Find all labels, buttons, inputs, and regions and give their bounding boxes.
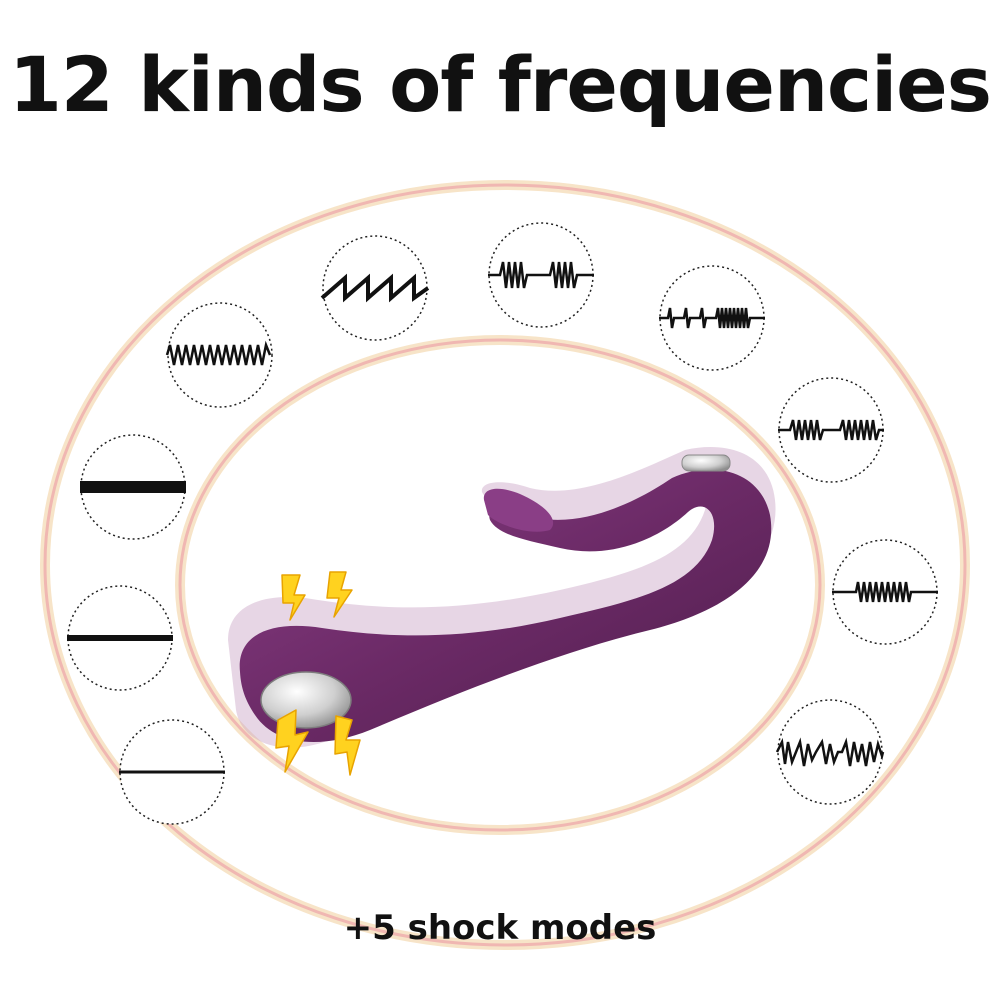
outer-ring: [43, 183, 967, 947]
wave-icon: [488, 261, 594, 289]
lightning-icon: [275, 709, 309, 773]
lightning-icon: [281, 574, 306, 621]
mode-badge-steady-high: [80, 434, 186, 540]
headline: 12 kinds of frequencies: [9, 40, 992, 129]
mode-badge-double-burst: [778, 377, 884, 483]
mode-badge-steady-medium: [67, 585, 173, 691]
wave-icon: [659, 307, 765, 329]
shock-sparks: [275, 571, 361, 776]
inner-ring: [178, 338, 822, 832]
control-button: [681, 454, 731, 472]
wave-icon: [775, 737, 885, 767]
wave-icon: [165, 340, 272, 366]
wave-icon: [320, 273, 430, 303]
mode-badge-pulse-burst: [659, 265, 765, 371]
product-body: [239, 469, 772, 742]
mode-badge-irregular-burst: [775, 699, 885, 805]
mode-badge-burst-train: [832, 539, 938, 645]
shock-electrode: [260, 671, 352, 729]
mode-badge-zigzag: [165, 302, 273, 408]
product-tip: [483, 488, 554, 532]
frequency-mode-badges: [67, 222, 938, 825]
wave-icon: [832, 581, 938, 603]
mode-badge-steady-low: [119, 719, 225, 825]
lightning-icon: [334, 715, 361, 776]
lightning-icon: [326, 571, 353, 618]
mode-badge-sawtooth: [320, 235, 430, 341]
shock-modes-caption: +5 shock modes: [343, 908, 657, 948]
mode-badge-pulse-spikes: [488, 222, 594, 328]
wave-icon: [778, 419, 884, 441]
